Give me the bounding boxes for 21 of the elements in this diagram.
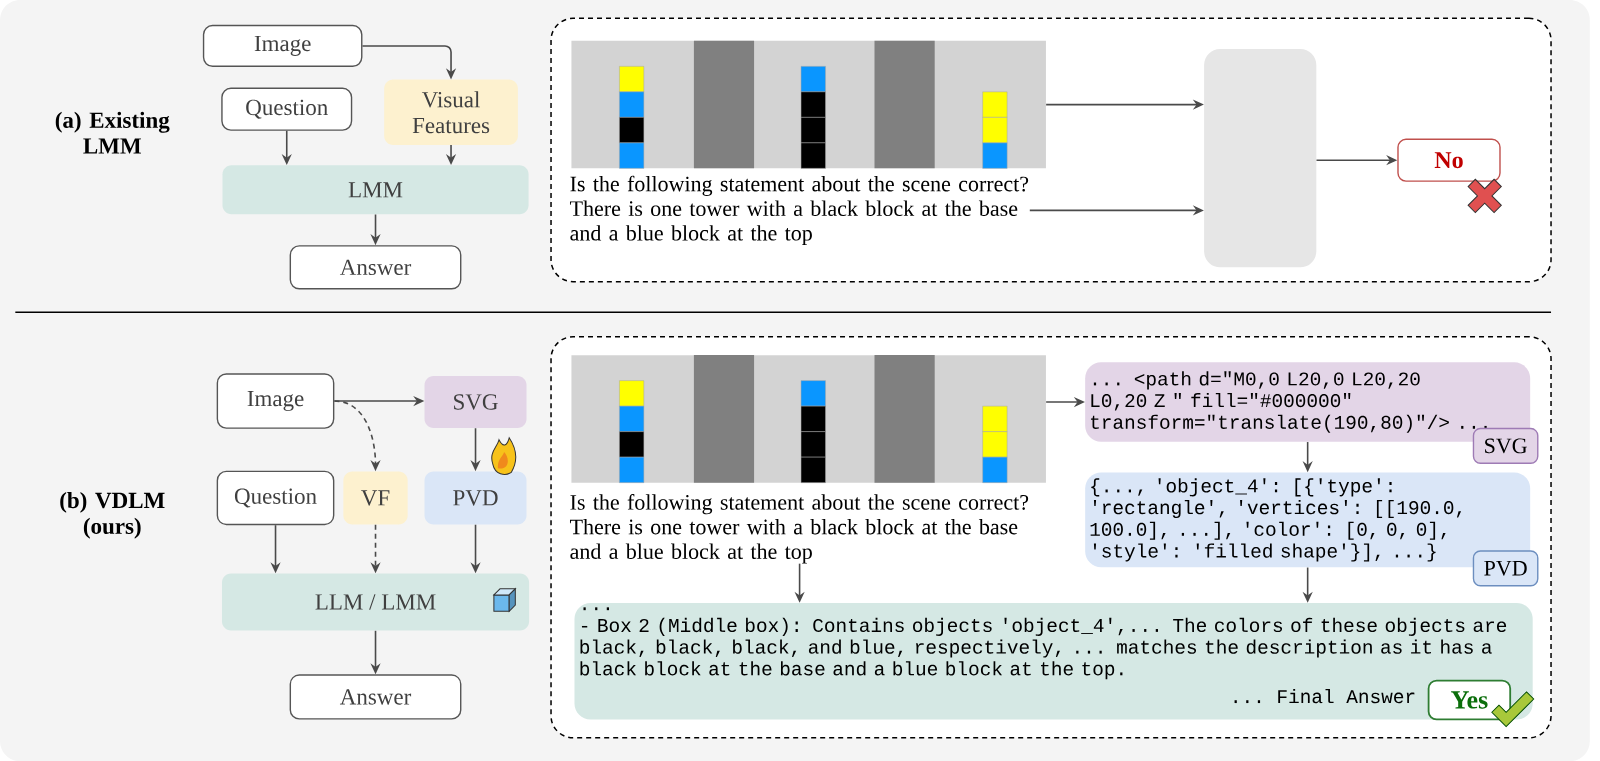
scene-drawing xyxy=(571,40,1046,169)
question-text: Is the following statement about the scene correct? There is one tower with a black block at the base and a blue block at the top xyxy=(570,493,1029,564)
feature-box: VF xyxy=(343,471,408,525)
rounded-box: Image xyxy=(216,373,335,429)
rounded-box: Image xyxy=(202,24,363,67)
model-box: LMM xyxy=(222,165,529,215)
feature-box: Visual Features xyxy=(384,79,518,145)
scene-drawing xyxy=(571,355,1046,483)
answer-box: No xyxy=(1397,138,1501,182)
model-box: LLM / LMM xyxy=(221,573,530,631)
rounded-box: Question xyxy=(221,87,353,131)
rounded-box: Answer xyxy=(289,674,462,720)
panel-label: (b) VDLM (ours) xyxy=(60,491,165,539)
panel-label: (a) Existing LMM xyxy=(55,111,170,154)
pvd-box: PVD xyxy=(424,471,527,525)
answer-box: Yes xyxy=(1427,679,1512,721)
question-text: Is the following statement about the scene correct? There is one tower with a black block at the base and a blue block at the top xyxy=(570,175,1029,245)
rounded-box: Answer xyxy=(289,245,462,290)
rounded-box: Question xyxy=(216,470,335,526)
svg-box: SVG xyxy=(424,375,527,428)
model-box xyxy=(1204,48,1317,268)
